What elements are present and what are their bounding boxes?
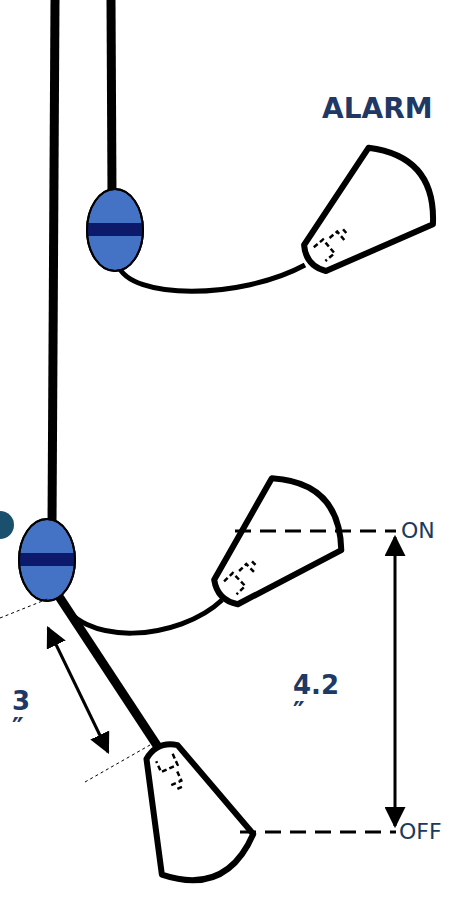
dimension-arrow	[48, 628, 108, 752]
alarm-cable	[111, 0, 112, 195]
cable-weight	[87, 189, 143, 271]
extension-line	[0, 598, 50, 618]
float-cord	[118, 265, 305, 291]
float-bulb	[114, 726, 263, 895]
extension-line	[85, 745, 150, 782]
dimension-label: 4.2 ″	[293, 672, 345, 727]
float-bulb	[278, 133, 450, 300]
edge-circle	[0, 511, 14, 539]
tether-cord	[58, 595, 160, 750]
float-label: ALARM	[322, 94, 462, 123]
level-line	[240, 831, 396, 834]
float-bulb	[187, 462, 358, 632]
level-label: ON	[401, 519, 461, 542]
cable-weight	[19, 519, 75, 601]
level-line	[235, 530, 396, 533]
dimension-label: 3 ″	[12, 688, 42, 743]
level-label: OFF	[399, 820, 469, 843]
dimension-arrow	[394, 537, 397, 826]
pump-cable	[52, 0, 55, 525]
